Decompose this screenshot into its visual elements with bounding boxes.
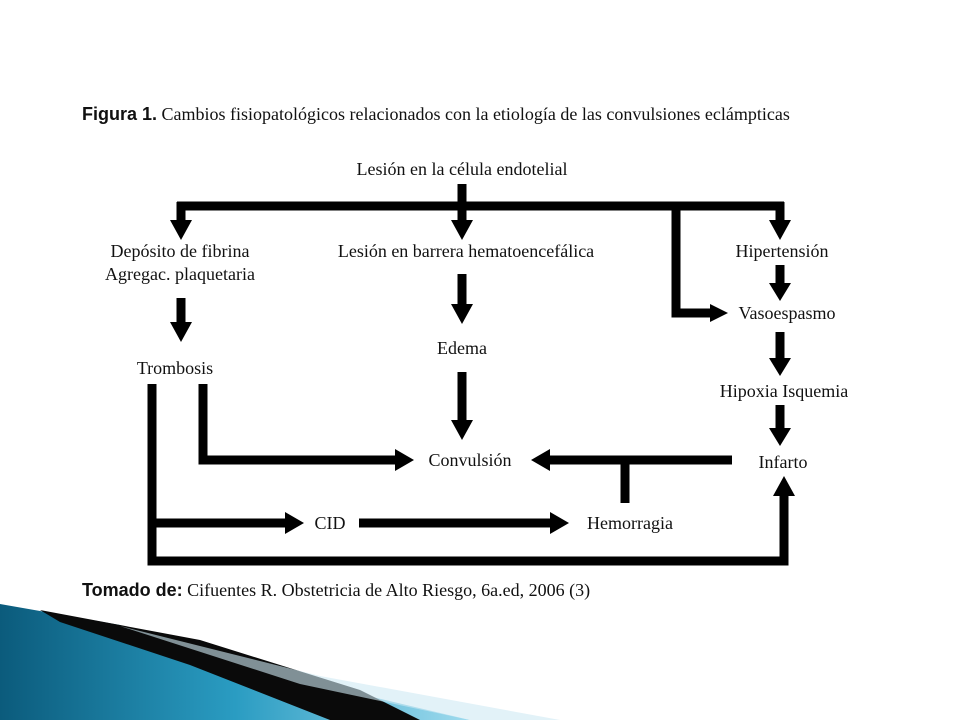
- node-lesion-endotelial: Lesión en la célula endotelial: [356, 159, 568, 179]
- node-infarto: Infarto: [758, 452, 808, 472]
- figure-title: Cambios fisiopatológicos relacionados co…: [161, 104, 790, 124]
- node-deposito-fibrina: Depósito de fibrina: [110, 241, 250, 261]
- node-convulsion: Convulsión: [428, 450, 512, 470]
- node-trombosis: Trombosis: [136, 358, 214, 378]
- node-cid: CID: [314, 513, 346, 533]
- node-hemorragia: Hemorragia: [587, 513, 673, 533]
- node-vasoespasmo: Vasoespasmo: [738, 303, 836, 323]
- node-agregac-plaquetaria: Agregac. plaquetaria: [105, 264, 255, 284]
- source-citation: Tomado de: Cifuentes R. Obstetricia de A…: [82, 580, 590, 601]
- node-hipoxia-isquemia: Hipoxia Isquemia: [719, 381, 849, 401]
- source-label: Tomado de:: [82, 580, 183, 600]
- node-edema: Edema: [437, 338, 487, 358]
- node-lesion-barrera: Lesión en barrera hematoencefálica: [337, 241, 595, 261]
- figure-caption: Figura 1. Cambios fisiopatológicos relac…: [82, 104, 790, 125]
- arrow-to-vasoespasmo-branch: [671, 206, 712, 318]
- node-hipertension: Hipertensión: [735, 241, 829, 261]
- figure-label: Figura 1.: [82, 104, 158, 124]
- source-text: Cifuentes R. Obstetricia de Alto Riesgo,…: [187, 580, 591, 600]
